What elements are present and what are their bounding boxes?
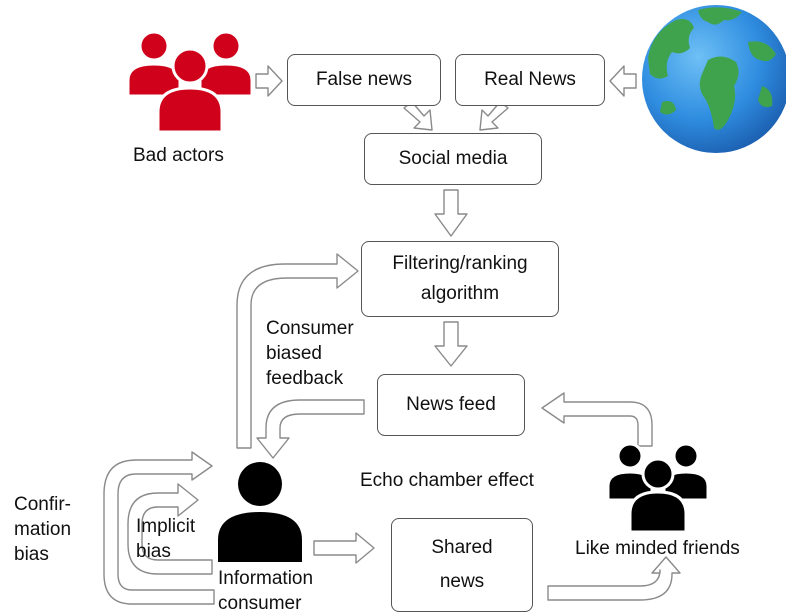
arrow-real-news-to-social-media xyxy=(479,101,509,131)
arrow-implicit-bias-loop xyxy=(127,483,213,575)
social-media-label: Social media xyxy=(398,148,508,169)
person-icon xyxy=(218,462,302,562)
arrow-false-news-to-social-media xyxy=(403,101,433,131)
arrow-shared-news-to-friends xyxy=(547,556,681,601)
false-news-label: False news xyxy=(315,69,413,90)
shared-news-label: Shared news xyxy=(431,537,493,592)
implicit-bias-label: Implicit bias xyxy=(136,516,196,562)
like-minded-friends-label: Like minded friends xyxy=(575,538,740,559)
false-news-box: False news xyxy=(287,54,441,106)
arrow-confirmation-bias-loop xyxy=(103,451,215,605)
arrow-friends-to-news-feed xyxy=(541,392,653,447)
arrow-globe-to-real-news xyxy=(609,65,637,97)
bad-actors-label: Bad actors xyxy=(133,145,224,166)
news-feed-box: News feed xyxy=(377,374,525,436)
filtering-ranking-label: Filtering/ranking algorithm xyxy=(392,253,528,304)
real-news-label: Real News xyxy=(484,69,576,90)
social-media-box: Social media xyxy=(364,133,542,185)
news-feed-label: News feed xyxy=(406,394,496,415)
arrow-consumer-to-shared-news xyxy=(313,532,375,564)
echo-chamber-label: Echo chamber effect xyxy=(360,470,534,491)
arrow-news-feed-to-consumer xyxy=(256,399,365,459)
arrow-bad-actors-to-false-news xyxy=(255,65,283,97)
arrow-consumer-feedback-to-filtering xyxy=(236,253,359,449)
globe-icon xyxy=(642,5,786,153)
group-of-people-icon xyxy=(606,442,710,534)
arrow-filtering-to-news-feed xyxy=(434,321,468,367)
confirmation-bias-label: Confir- mation bias xyxy=(14,494,72,565)
real-news-box: Real News xyxy=(455,54,605,106)
consumer-biased-feedback-label: Consumer biased feedback xyxy=(266,318,354,389)
filtering-ranking-box: Filtering/ranking algorithm xyxy=(361,241,559,317)
information-consumer-label: Information consumer xyxy=(218,568,314,614)
arrow-social-media-to-filtering xyxy=(434,189,468,237)
shared-news-box: Shared news xyxy=(391,518,533,612)
group-of-people-icon xyxy=(126,30,254,134)
